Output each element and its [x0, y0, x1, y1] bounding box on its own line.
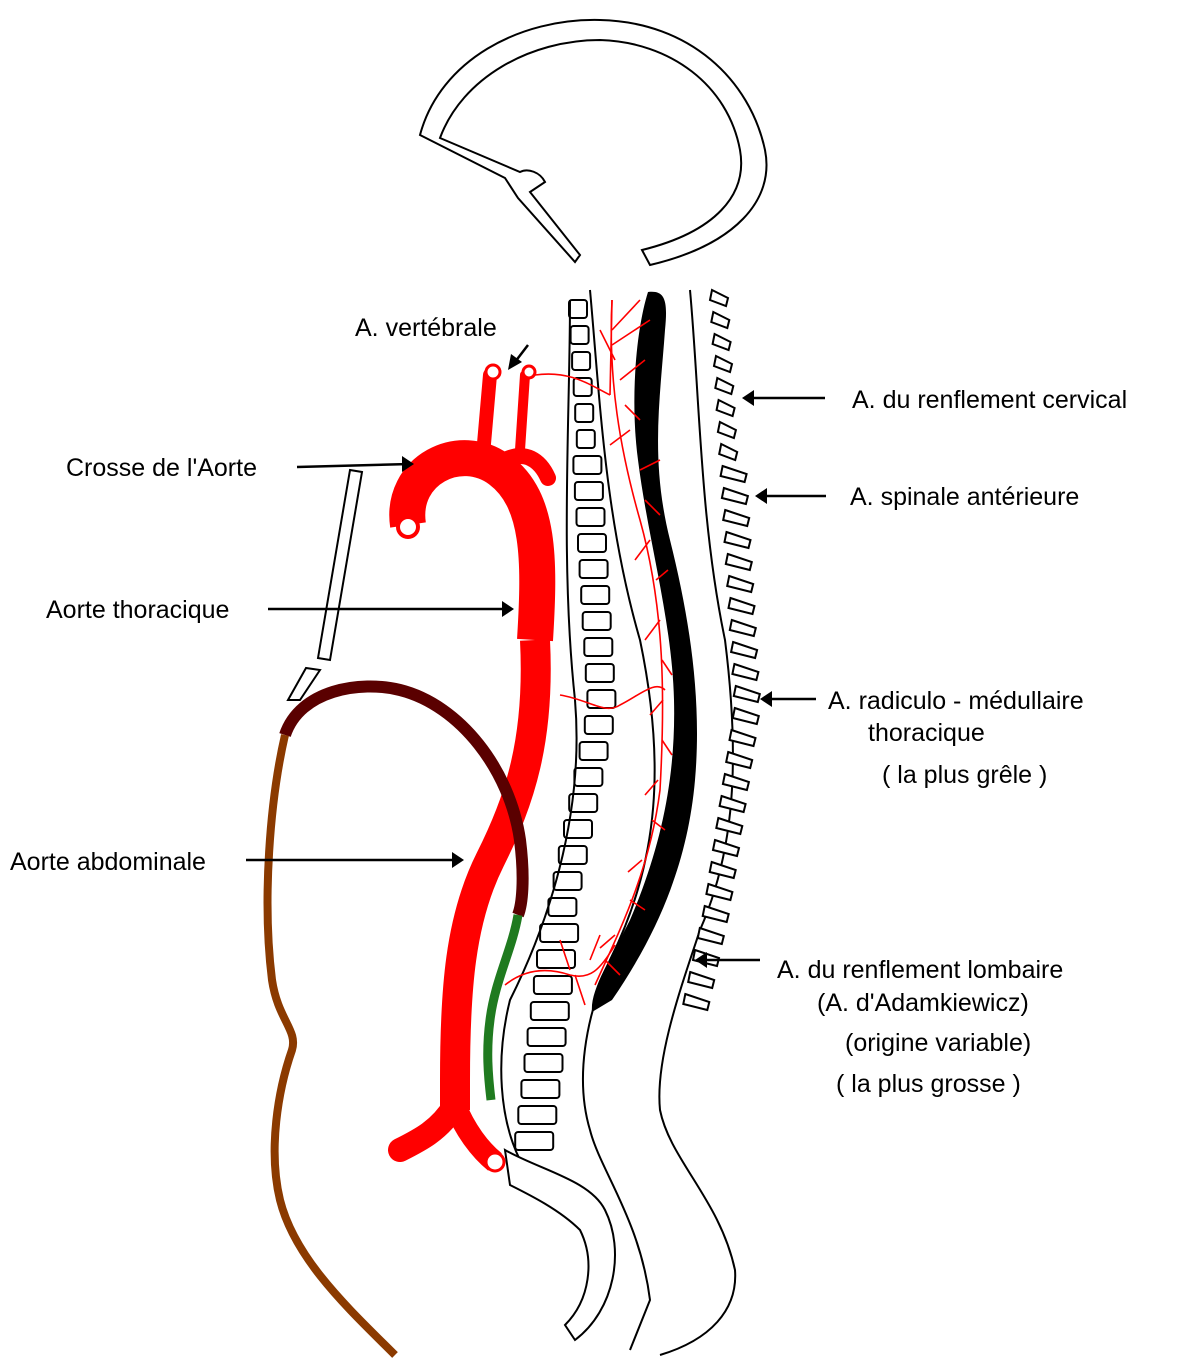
label-radiculo-line1: A. radiculo - médullaire [828, 687, 1084, 715]
spinous-process [715, 378, 733, 394]
vertebra [573, 456, 601, 474]
label-radiculo-line2: thoracique [868, 719, 985, 747]
vertebra [572, 352, 590, 370]
aorta [398, 365, 548, 1171]
vertebra [528, 1028, 566, 1046]
spinous-process [720, 796, 746, 812]
spinous-process [710, 862, 736, 878]
label-radiculo-line3: ( la plus grêle ) [882, 761, 1047, 789]
label-lombaire-line1: A. du renflement lombaire [777, 956, 1063, 984]
vertebra [525, 1054, 563, 1072]
vertebra [571, 326, 589, 344]
spinous-process [713, 334, 731, 350]
spinous-process [711, 312, 729, 328]
vertebra [587, 690, 615, 708]
spinous-process [732, 664, 758, 680]
brown-vessel [268, 735, 395, 1355]
vertebra [531, 1002, 569, 1020]
spinous-process [717, 400, 735, 416]
vertebra [540, 924, 578, 942]
vertebra [534, 976, 572, 994]
spinous-process [730, 620, 756, 636]
spinous-process [714, 356, 732, 372]
vertebra [518, 1106, 556, 1124]
label-abdominale: Aorte abdominale [10, 848, 206, 876]
spinous-process [727, 576, 753, 592]
spinous-process [726, 752, 752, 768]
spinous-process [734, 686, 760, 702]
vertebra [577, 508, 605, 526]
vertebral-artery [520, 375, 525, 450]
left-tube [288, 470, 362, 700]
sacrum [505, 1150, 615, 1340]
green-vessel [488, 915, 518, 1100]
spinous-process [688, 972, 714, 988]
label-lombaire-line2: (A. d'Adamkiewicz) [817, 989, 1029, 1017]
label-spinale: A. spinale antérieure [850, 483, 1079, 511]
label-crosse: Crosse de l'Aorte [66, 454, 257, 482]
vertebra [575, 482, 603, 500]
spinous-process [731, 642, 757, 658]
vertebra [521, 1080, 559, 1098]
spinous-process [703, 906, 729, 922]
vertebra [584, 638, 612, 656]
label-lombaire-line4: ( la plus grosse ) [836, 1070, 1021, 1098]
vertebra [580, 560, 608, 578]
vertebra [515, 1132, 553, 1150]
spinous-process [722, 488, 748, 504]
spinous-process [721, 466, 747, 482]
label-thoracique: Aorte thoracique [46, 596, 229, 624]
spinous-process [718, 422, 736, 438]
aortic-arch [407, 458, 537, 640]
spinous-process [683, 994, 709, 1010]
vertebra [585, 716, 613, 734]
label-lombaire-line3: (origine variable) [845, 1029, 1031, 1057]
skull [420, 20, 767, 265]
spinous-process [723, 774, 749, 790]
vertebra [586, 664, 614, 682]
label-vertebrale: A. vertébrale [355, 314, 497, 342]
vertebra [537, 950, 575, 968]
spinous-process [729, 598, 755, 614]
vertebra [581, 586, 609, 604]
vertebra [548, 898, 576, 916]
spinous-process [719, 444, 737, 460]
spinous-process [706, 884, 732, 900]
vertebra [575, 404, 593, 422]
spinous-process [710, 290, 728, 306]
vertebra [577, 430, 595, 448]
vertebra [574, 768, 602, 786]
vertebra [580, 742, 608, 760]
vertebra [578, 534, 606, 552]
spinous-process [723, 510, 749, 526]
vertebra [569, 300, 587, 318]
spinous-process [698, 928, 724, 944]
label-cervical: A. du renflement cervical [852, 386, 1127, 414]
vertebra [583, 612, 611, 630]
spinous-process [725, 532, 751, 548]
spinous-process [726, 554, 752, 570]
spinous-process [733, 708, 759, 724]
